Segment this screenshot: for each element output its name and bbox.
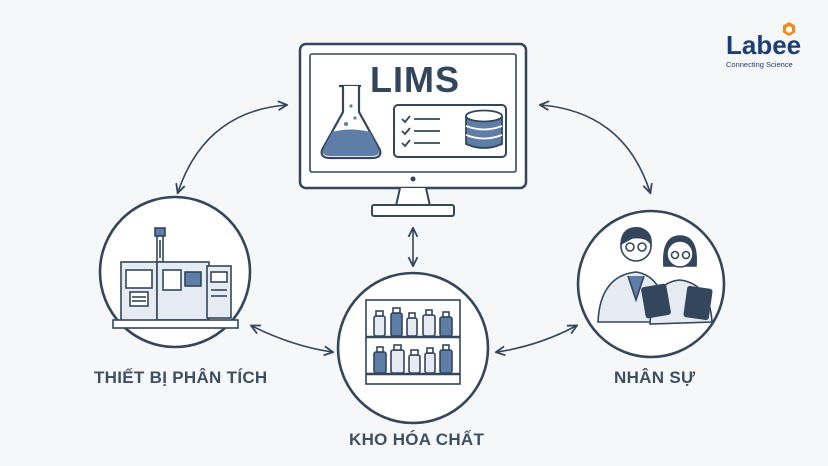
arrow-lims-equipment [178, 105, 286, 192]
brand-tagline: Connecting Science [726, 60, 793, 69]
checklist-icon [401, 115, 440, 148]
staff-label: NHÂN SỰ [614, 368, 696, 387]
brand-logo: Labee Connecting Science [722, 28, 814, 74]
scientists-icon [597, 227, 713, 325]
database-icon [465, 109, 503, 149]
arrow-lims-staff [541, 105, 650, 192]
chemical-store-label: KHO HÓA CHẤT [349, 430, 485, 449]
arrow-equipment-chemical [252, 326, 332, 352]
labee-logo-icon [783, 22, 795, 36]
chemical-shelf-icon [365, 299, 461, 385]
connector-arrows [178, 105, 650, 352]
arrow-chemical-staff [497, 326, 576, 352]
lims-title: LIMS [370, 59, 460, 100]
equipment-label: THIẾT BỊ PHÂN TÍCH [94, 368, 268, 387]
analyzer-instrument-icon [112, 227, 239, 329]
flask-icon [320, 84, 382, 160]
brand-name: Labee [726, 30, 802, 60]
